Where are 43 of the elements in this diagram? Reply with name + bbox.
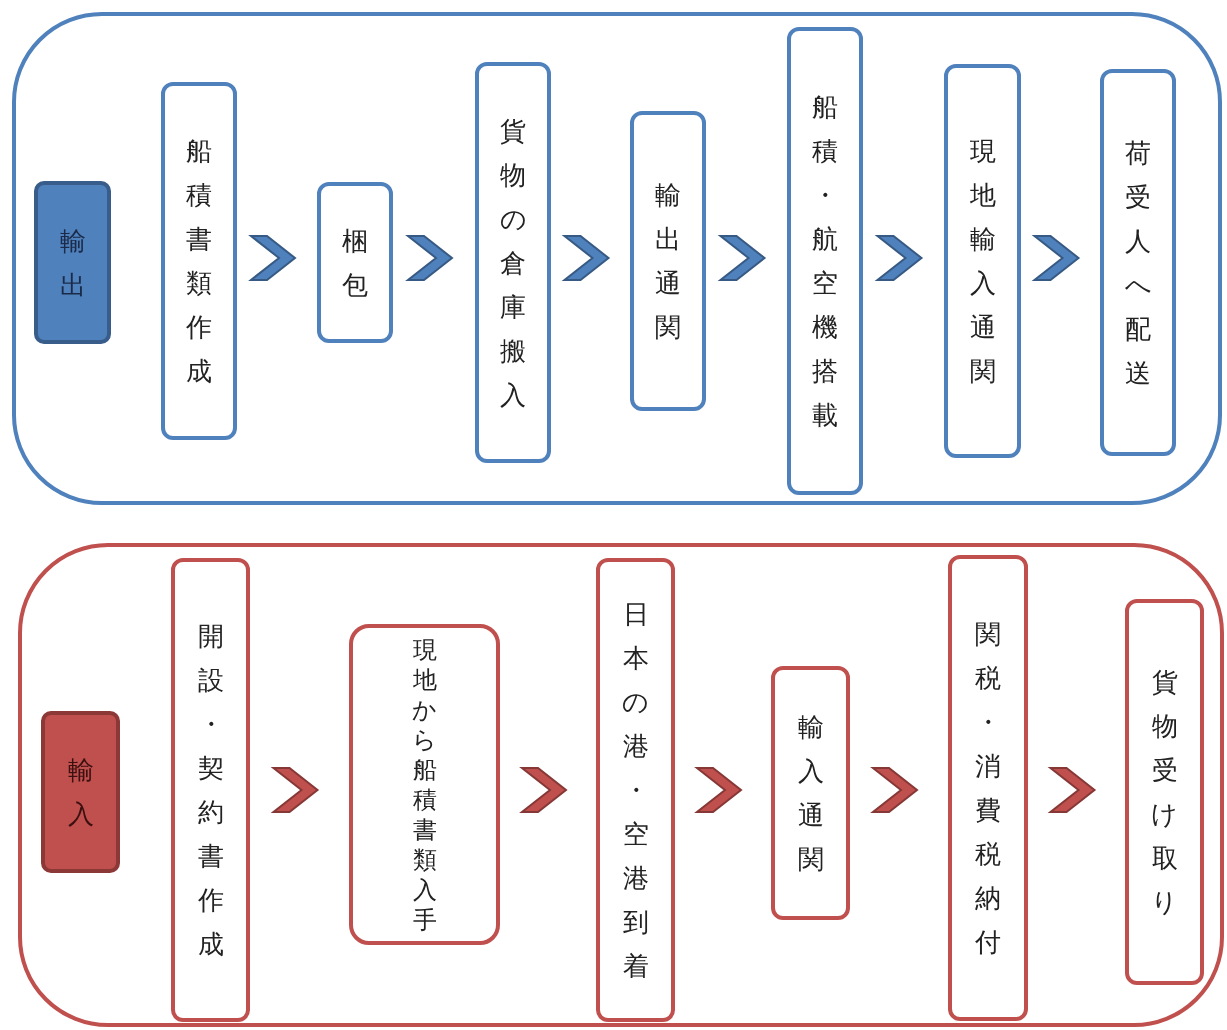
chevron-arrow	[694, 767, 743, 813]
step-box	[171, 558, 250, 1022]
category-box	[34, 181, 111, 344]
step-label: 貨物の倉庫搬入	[499, 114, 527, 412]
step-label: 貨物受け取り	[1150, 666, 1179, 919]
chevron-arrow	[248, 235, 297, 281]
step-box	[948, 555, 1028, 1021]
step-label: 船積書類作成	[185, 135, 213, 388]
step-label: 現地輸入通関	[968, 135, 997, 388]
chevron-arrow	[717, 235, 767, 281]
chevron-arrow	[870, 767, 919, 813]
step-label: 荷受人へ配送	[1124, 136, 1152, 390]
step-box	[596, 558, 675, 1022]
step-box	[1125, 599, 1204, 985]
chevron-arrow	[270, 767, 320, 813]
step-box	[349, 624, 500, 945]
step-box	[317, 182, 393, 343]
chevron-arrow	[1031, 235, 1081, 281]
category-box	[41, 711, 120, 873]
chevron-arrow	[561, 235, 611, 281]
step-box	[787, 27, 863, 495]
step-box	[475, 62, 551, 463]
step-label: 日本の港・空港到着	[621, 598, 650, 983]
chevron-arrow	[405, 235, 454, 281]
step-label: 輸出	[58, 224, 87, 302]
step-label: 梱包	[341, 224, 369, 302]
step-box	[630, 111, 706, 411]
step-label: 現地から船積書類入手	[411, 634, 438, 935]
step-box	[161, 82, 237, 440]
step-label: 輸入	[66, 754, 95, 831]
step-label: 船積・航空機搭載	[811, 91, 839, 432]
step-label: 開設・契約書作成	[196, 620, 225, 961]
panel-frame	[18, 543, 1224, 1027]
panel-frame	[12, 12, 1222, 505]
chevron-arrow	[874, 235, 924, 281]
step-label: 輸入通関	[796, 711, 825, 876]
step-box	[771, 666, 850, 920]
step-box	[1100, 69, 1176, 456]
chevron-arrow	[519, 767, 568, 813]
step-label: 関税・消費税納付	[974, 618, 1002, 959]
step-box	[944, 64, 1021, 458]
step-label: 輸出通関	[654, 179, 682, 344]
chevron-arrow	[1047, 767, 1097, 813]
